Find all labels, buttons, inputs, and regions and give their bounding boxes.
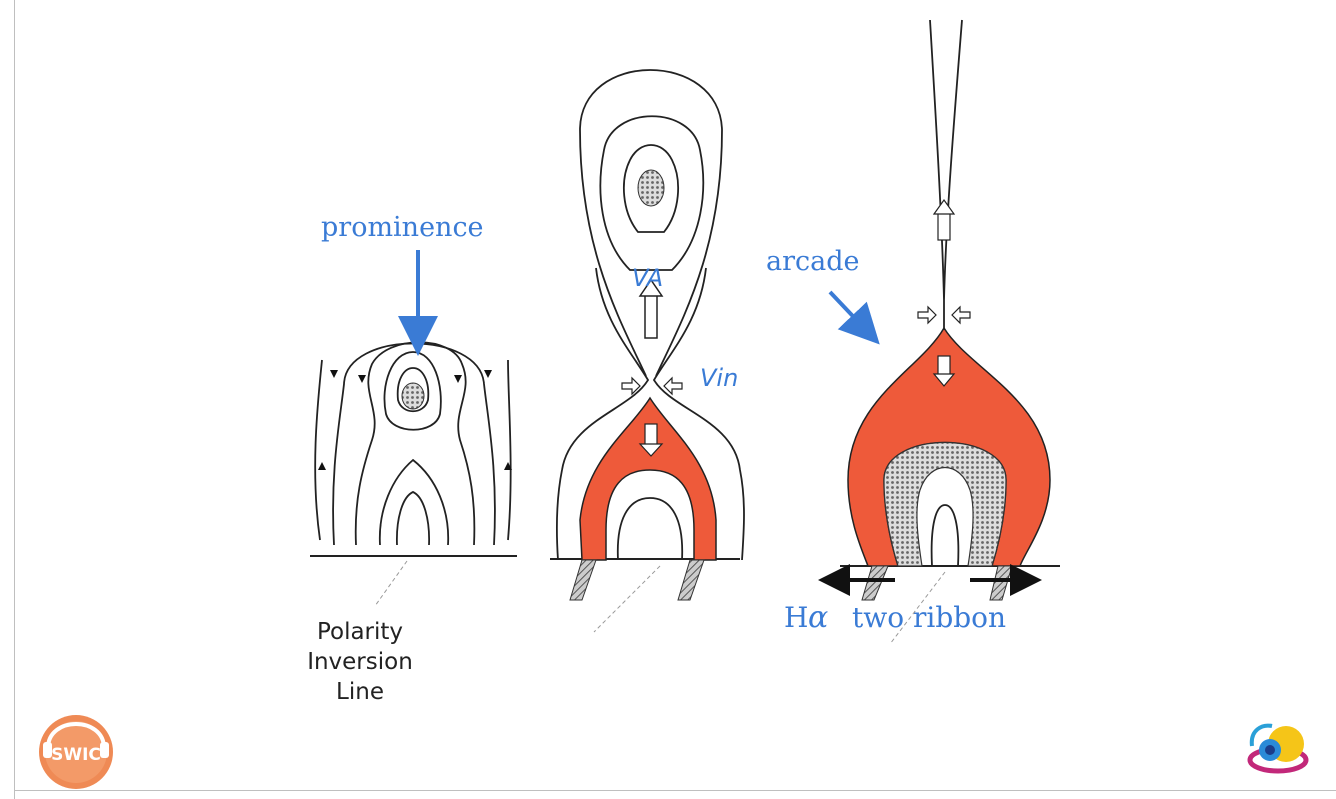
panel-pre-eruption xyxy=(310,342,517,556)
panel-reconnection xyxy=(550,70,744,600)
prominence-label: prominence xyxy=(321,212,484,243)
ha-label-text: two ribbon xyxy=(852,601,1006,634)
panel-arcade xyxy=(834,20,1060,600)
vin-label: Vin xyxy=(700,364,738,392)
ha-label-alpha: α xyxy=(808,600,828,635)
polarity-inversion-line-label: Polarity Inversion Line xyxy=(280,617,440,707)
planet-orbit-logo xyxy=(1250,726,1306,771)
pil-label-line2: Inversion xyxy=(280,647,440,677)
va-label: VA xyxy=(632,264,663,292)
swic-logo-text: SWIC xyxy=(51,745,101,765)
ha-label-h: H xyxy=(784,601,808,634)
arcade-arrow xyxy=(830,292,866,330)
pil-label-line3: Line xyxy=(280,677,440,707)
pil-pointer-2 xyxy=(594,566,660,632)
arcade-label: arcade xyxy=(766,246,860,277)
pil-pointer-1 xyxy=(375,561,407,606)
pil-label-line1: Polarity xyxy=(280,617,440,647)
swic-logo: SWIC xyxy=(39,715,113,789)
prominence-core xyxy=(402,383,424,409)
